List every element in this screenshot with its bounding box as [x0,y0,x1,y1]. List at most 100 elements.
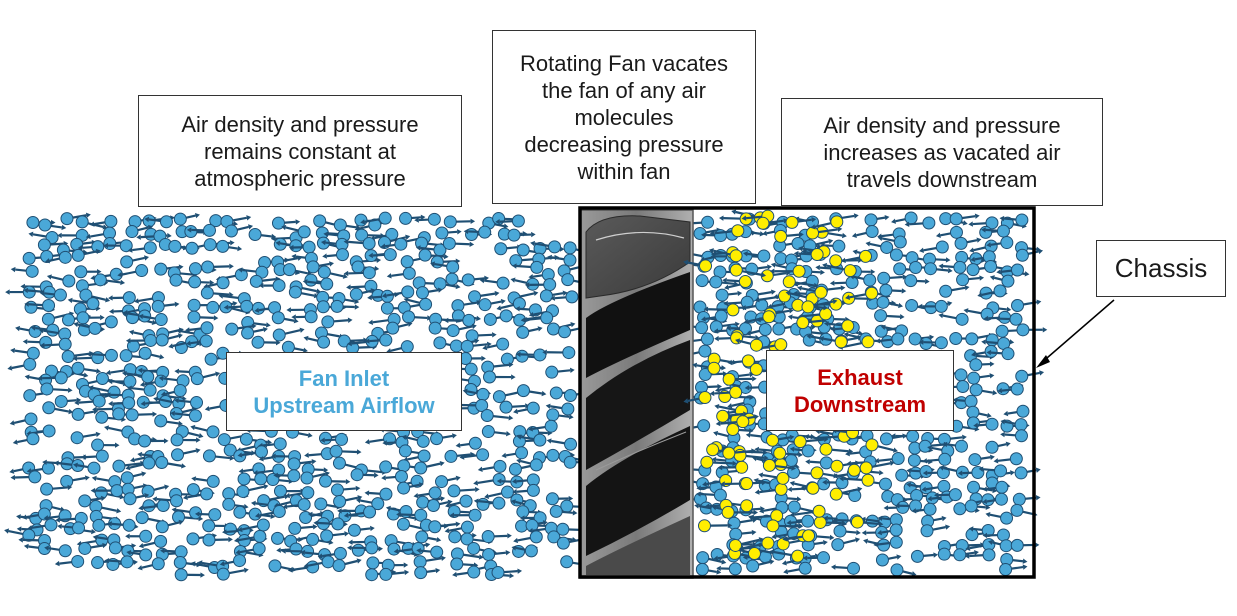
air-molecule [304,448,333,460]
air-molecule [202,261,234,273]
air-molecule [44,545,71,557]
air-molecule [852,226,878,238]
air-molecule [1016,249,1043,261]
air-molecule [716,289,742,301]
air-molecule [10,413,37,426]
air-molecule [1003,405,1029,417]
exhaust-label: Exhaust Downstream [766,350,954,431]
air-molecule [831,562,860,574]
air-molecule [139,435,169,447]
air-molecule [174,213,200,225]
air-molecule [968,372,995,384]
air-molecule [460,353,486,365]
air-molecule [965,549,995,561]
air-molecule [466,330,497,342]
air-molecule [403,311,432,323]
air-molecule [331,484,360,496]
air-molecule [318,266,347,279]
air-molecule [431,433,457,445]
air-molecule [322,316,353,328]
air-molecule [986,237,1013,249]
air-molecule [830,255,863,267]
air-molecule [62,351,94,363]
air-molecule [55,555,84,567]
air-molecule [11,265,38,277]
air-molecule [92,439,120,451]
air-molecule [891,430,919,442]
air-molecule [380,568,409,580]
air-molecule [938,313,968,325]
air-molecule [77,312,105,324]
air-molecule [172,448,201,461]
air-molecule [456,437,482,449]
air-molecule [735,338,762,351]
air-molecule [79,542,107,554]
air-molecule [482,426,510,438]
air-molecule [478,460,506,472]
air-molecule [303,336,329,348]
air-molecule [348,524,374,536]
air-molecule [880,284,906,296]
air-molecule [1013,493,1040,505]
air-molecule [387,322,413,334]
air-molecule [986,441,1011,453]
air-molecule [955,237,981,249]
air-molecule [416,287,442,299]
air-molecule [221,215,251,227]
air-molecule [1016,370,1044,382]
air-molecule [747,559,775,572]
fan-inlet-label: Fan Inlet Upstream Airflow [226,352,462,431]
air-molecule [969,240,997,253]
air-molecule [90,215,117,227]
air-molecule [190,425,219,438]
air-molecule [480,277,509,289]
air-molecule [517,385,546,397]
air-molecule [203,534,233,546]
air-molecule [217,568,248,580]
air-molecule [10,347,39,359]
air-molecule [940,285,970,297]
air-molecule [994,453,1023,465]
air-molecule [81,450,108,462]
air-molecule [542,347,574,359]
air-molecule [121,471,146,483]
air-molecule [891,212,917,224]
air-molecule [414,213,440,225]
air-molecule [967,406,992,418]
air-molecule [985,512,1012,524]
air-molecule [905,275,930,287]
air-molecule [415,461,445,474]
air-molecule [23,336,52,348]
upstream-pressure-callout: Air density and pressure remains constan… [138,95,462,207]
air-molecule [482,531,512,543]
air-molecule [970,359,995,371]
air-molecule [924,263,952,275]
air-molecule [400,212,426,224]
air-molecule [969,454,995,466]
air-molecule [501,447,527,459]
air-molecule [413,487,441,499]
air-molecule [174,557,201,569]
air-molecule [875,310,905,322]
air-molecule [547,254,576,266]
air-molecule [911,550,938,562]
air-molecule [125,530,152,542]
air-molecule [727,355,754,367]
air-molecule [919,241,948,253]
air-molecule [333,558,362,571]
air-molecule [1012,299,1042,311]
air-molecule [415,567,441,579]
air-molecule [698,520,732,532]
air-molecule [322,249,348,261]
air-molecule [444,216,475,228]
air-molecule [61,475,90,487]
air-molecule [484,371,516,383]
air-molecule [126,409,157,421]
air-molecule [936,226,963,238]
rotating-fan [580,210,693,578]
air-molecule [41,383,73,395]
air-molecule [1017,324,1047,336]
air-molecule [492,566,522,578]
air-molecule [830,277,858,289]
air-molecule [330,445,361,457]
